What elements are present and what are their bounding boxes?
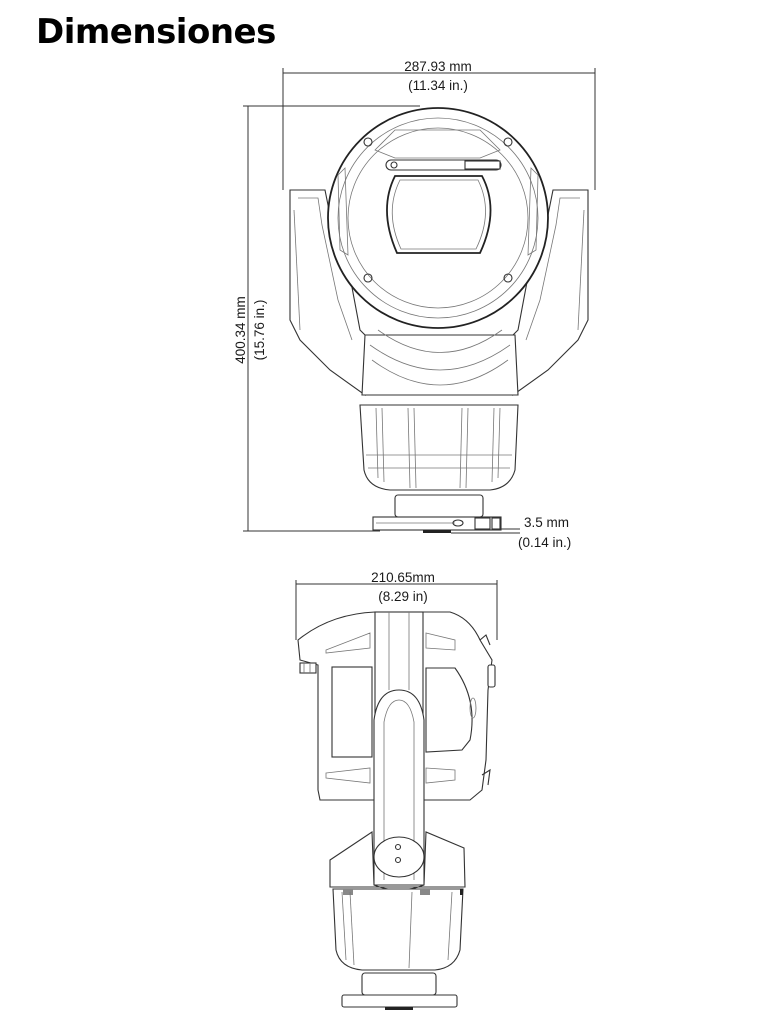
front-height-mm: 400.34 mm	[233, 296, 248, 364]
front-height-dimension: 400.34 mm (15.76 in.)	[233, 105, 420, 532]
page-title: Dimensiones	[36, 12, 276, 52]
side-width-in: (8.29 in)	[378, 589, 428, 604]
front-view: 287.93 mm (11.34 in.) 400.34 mm (15.76 i…	[233, 59, 596, 550]
front-height-in: (15.76 in.)	[252, 300, 267, 361]
base-offset-mm: 3.5 mm	[524, 515, 569, 530]
front-width-in: (11.34 in.)	[408, 78, 468, 93]
front-width-dimension: 287.93 mm (11.34 in.)	[282, 59, 596, 190]
side-view: 210.65mm (8.29 in)	[295, 570, 498, 1010]
front-width-mm: 287.93 mm	[404, 59, 472, 74]
base-offset-dimension: 3.5 mm (0.14 in.)	[451, 515, 571, 550]
base-offset-in: (0.14 in.)	[518, 535, 571, 550]
side-width-mm: 210.65mm	[371, 570, 435, 585]
side-width-dimension: 210.65mm (8.29 in)	[295, 570, 498, 640]
